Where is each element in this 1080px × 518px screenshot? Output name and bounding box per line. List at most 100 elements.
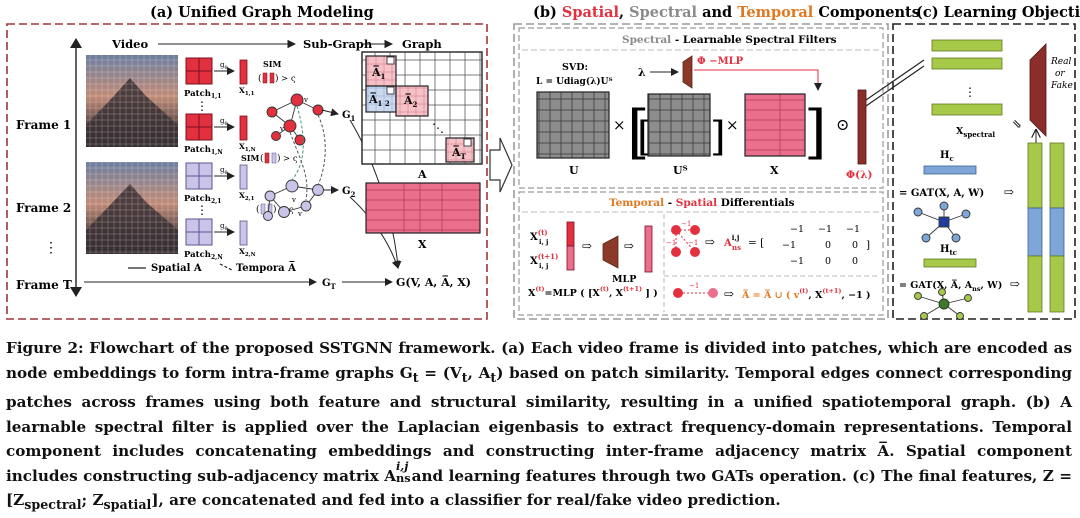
caption-ans-sub: ns (395, 471, 411, 486)
caption-part-9: ], are concatenated and fed into a class… (151, 491, 781, 510)
svd-formula: L = Udiag(λ)Uᵀ (536, 76, 613, 87)
temporal-mlp-label: MLP (612, 274, 636, 285)
feature-bar-2-1 (239, 164, 248, 190)
real-label: Real (1050, 57, 1071, 67)
feature-bar-1-n (239, 115, 248, 141)
caption-sub-spatial: spatial (103, 497, 152, 513)
svg-text:0: 0 (852, 240, 858, 251)
spectral-word: Spectral (622, 34, 671, 46)
htc-label: Htc (940, 244, 957, 257)
hc-arrow: ⇨ (1004, 185, 1014, 199)
patch-1-n (185, 113, 213, 141)
ans-neg-label-3: −1 (688, 239, 698, 247)
patch-2-1-label: Patch2,1 (184, 194, 221, 205)
gt-label: GT (322, 278, 337, 291)
svg-text:−1: −1 (818, 224, 832, 235)
spectral-title-rest: - Learnable Spectral Filters (671, 34, 836, 46)
odot-op: ⊙ (836, 115, 849, 134)
panel-b-title-spectral: Spectral (629, 4, 697, 21)
temporal-title-rest: Differentials (717, 197, 795, 209)
mlp-out-arrow: ⇨ (624, 239, 634, 253)
u-label: U (569, 164, 579, 177)
ans-matrix: −1 −1 −1 −1 0 0 −1 0 0 (782, 224, 860, 267)
node-vn-label: v (279, 125, 284, 133)
htc-equation: = GAT(X, A̅, Ans, W) (899, 279, 1002, 293)
svd-label: SVD: (562, 62, 588, 73)
svg-text:0: 0 (852, 256, 858, 267)
panel-b-title-comma: , (619, 4, 629, 21)
feature-label-2-1: X2,1 (239, 191, 255, 202)
g1-label: G1 (342, 110, 356, 123)
graph-g1 (266, 93, 324, 146)
x-spectral-label: Xspectral (956, 126, 995, 139)
u-matrix (536, 91, 610, 159)
legend-temporal-label: Tempora A̅ (236, 262, 296, 274)
ans-arrow: ⇨ (705, 235, 715, 249)
encoder-arrows (214, 67, 235, 236)
panel-a-frame (6, 23, 488, 320)
or-label: or (1055, 69, 1065, 79)
spectral-connector-2 (865, 65, 925, 107)
patch-1-n-label: Patch1,N (184, 145, 223, 156)
caption-part-1: Figure 2: Flowchart of the proposed SSTG… (6, 339, 1072, 382)
g1-arrow (321, 108, 339, 117)
feature-label-1-n: X1,N (239, 142, 256, 153)
concat-feature-bar (1027, 142, 1065, 313)
spectral-connector-1 (865, 59, 925, 101)
temporal-edges (289, 105, 326, 201)
feature-bar-2-n (239, 220, 248, 246)
caption-sub-t3: t (490, 369, 497, 385)
encoder-label-3: gθ (220, 166, 228, 176)
feature-label-2-n: X2,N (239, 247, 256, 258)
ut-matrix (647, 93, 711, 157)
time-axis-top-cap (70, 38, 82, 48)
adjacency-matrix (361, 51, 483, 165)
encoder-label-1: gθ (220, 61, 228, 71)
patch-1-1-label: Patch1,1 (184, 89, 221, 100)
video-frame-1 (86, 55, 178, 147)
svg-text:(: ( (258, 73, 262, 84)
svg-text:> ς: > ς (281, 74, 296, 84)
patch-2-1 (185, 162, 213, 190)
panel-b-title-and: and (697, 4, 737, 21)
svg-text:): ) (275, 73, 279, 84)
video-frame-2 (86, 162, 178, 254)
temporal-word: Temporal (609, 197, 664, 209)
x-matrix (744, 93, 806, 157)
temporal-spatial-block (518, 191, 884, 316)
panel-b-title-temporal: Temporal (737, 4, 814, 21)
htc-star-graph (914, 288, 972, 320)
panel-c-frame (892, 23, 1076, 320)
classifier-block (1029, 43, 1047, 137)
hc-star-graph (913, 201, 971, 243)
node-v2b-label: v (297, 210, 302, 218)
patch-2-n (185, 218, 213, 246)
svg-text:−1: −1 (790, 256, 804, 267)
caption-part-5: . Spatial component includes constructin… (6, 442, 1072, 485)
times-1: × (613, 116, 626, 134)
temporal-block-title: Temporal - Spatial Differentials (609, 197, 795, 209)
panel-a-to-b-arrow (489, 137, 513, 193)
col-graph-label: Graph (402, 37, 442, 51)
phi-mlp-block (682, 55, 693, 89)
col-video-label: Video (111, 37, 148, 51)
svg-text:−1: −1 (846, 224, 860, 235)
feature-label-1-1: X1,1 (239, 86, 255, 97)
caption-part-6: and learning features through two GATs o… (406, 466, 1043, 485)
htc-arrow: ⇨ (1010, 277, 1020, 291)
frame-2-label: Frame 2 (16, 201, 71, 215)
unified-graph-label: G(V, A, A̅, X) (396, 275, 471, 289)
phi-lambda-bar (857, 89, 867, 165)
svg-text:0: 0 (825, 240, 831, 251)
patch-2-n-label: Patch2,N (184, 250, 223, 261)
concat-equation: X(t)=MLP ( [X(t), X(t+1) ] ) (528, 285, 658, 299)
encoder-label-2: gθ (220, 117, 228, 127)
sim-block-1: ( ) > ς (258, 72, 296, 84)
spectral-to-concat-arrow: ⇘ (1012, 117, 1022, 131)
legend-spatial-label: Spatial A (151, 263, 202, 274)
caption-part-2: = (V (418, 363, 462, 382)
x-label-b: X (770, 164, 779, 177)
patch-dots-1: ⋮ (196, 99, 208, 113)
legend-temporal-line (219, 263, 233, 271)
